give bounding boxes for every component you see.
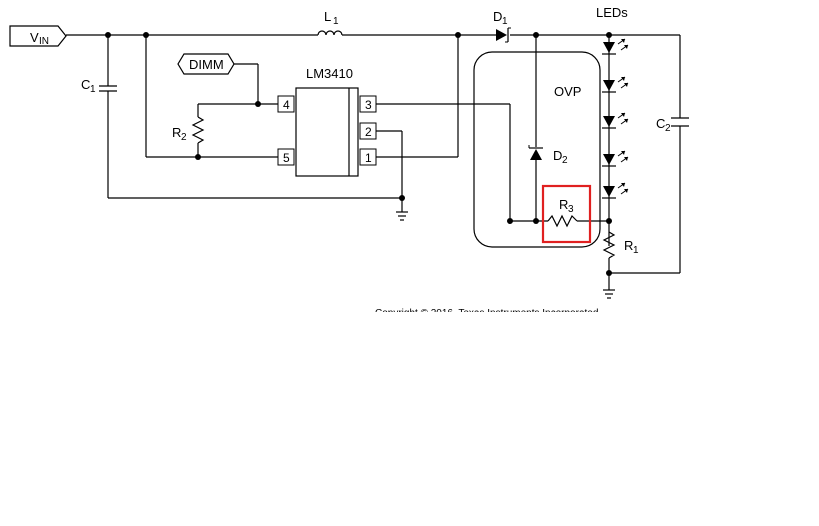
pin-5-box	[277, 148, 295, 166]
r3-label: R	[559, 197, 568, 212]
pin1-switch-wire	[376, 35, 459, 158]
dimm-input-tag: DIMM	[177, 53, 259, 104]
led-2	[602, 76, 629, 93]
pin-3-label: 3	[365, 98, 372, 112]
ovp-label: OVP	[554, 84, 581, 99]
capacitor-c1: C 1	[81, 35, 402, 199]
r2-label: R	[172, 125, 181, 140]
l1-subscript: 1	[333, 16, 339, 27]
ic-lm3410: LM3410 4 5 3 2 1	[277, 66, 377, 177]
pin-4-box	[277, 95, 295, 113]
top-rail-wire	[66, 34, 681, 274]
r3-subscript: 3	[568, 204, 574, 215]
pin-1-label: 1	[365, 151, 372, 165]
c2-subscript: 2	[665, 123, 671, 134]
r1-label: R	[624, 238, 633, 253]
pin-4-label: 4	[283, 98, 290, 112]
ic-name-label: LM3410	[306, 66, 353, 81]
led-3	[602, 112, 629, 129]
ground-symbol-r1	[603, 289, 615, 299]
vin-input-tag: V IN	[9, 25, 67, 47]
led-chain	[602, 38, 629, 199]
r1-subscript: 1	[633, 245, 639, 256]
c2-label: C	[656, 116, 665, 131]
pin-2-label: 2	[365, 125, 372, 139]
c1-subscript: 1	[90, 84, 96, 95]
led-4	[602, 150, 629, 167]
diode-d1: D 1	[493, 9, 511, 43]
d1-subscript: 1	[502, 16, 508, 27]
pin2-ground-wire	[376, 130, 403, 212]
vin-label: V	[30, 30, 39, 45]
capacitor-c2: C 2	[656, 116, 689, 134]
d2-label: D	[553, 148, 562, 163]
ovp-block: OVP	[473, 51, 601, 248]
ground-symbol-ic	[396, 211, 408, 221]
pin5-wire	[145, 35, 278, 158]
vin-subscript: IN	[39, 36, 49, 47]
r2-subscript: 2	[181, 132, 187, 143]
copyright-text: Copyright © 2016, Texas Instruments Inco…	[375, 308, 598, 319]
pin3-feedback-wire	[376, 103, 548, 222]
pin-5-label: 5	[283, 151, 290, 165]
junction-dots	[105, 32, 612, 276]
zener-d2: D 2	[528, 35, 568, 221]
d1-label: D	[493, 9, 502, 24]
resistor-r2: R 2	[172, 103, 278, 157]
led-1	[602, 38, 629, 55]
inductor-l1: L 1	[317, 9, 343, 36]
led-5	[602, 182, 629, 199]
d2-subscript: 2	[562, 155, 568, 166]
leds-label: LEDs	[596, 5, 628, 20]
resistor-r3: R 3	[547, 197, 609, 228]
l1-label: L	[324, 9, 331, 24]
dimm-label: DIMM	[189, 57, 224, 72]
c1-label: C	[81, 77, 90, 92]
r3-highlight-box	[541, 184, 592, 244]
